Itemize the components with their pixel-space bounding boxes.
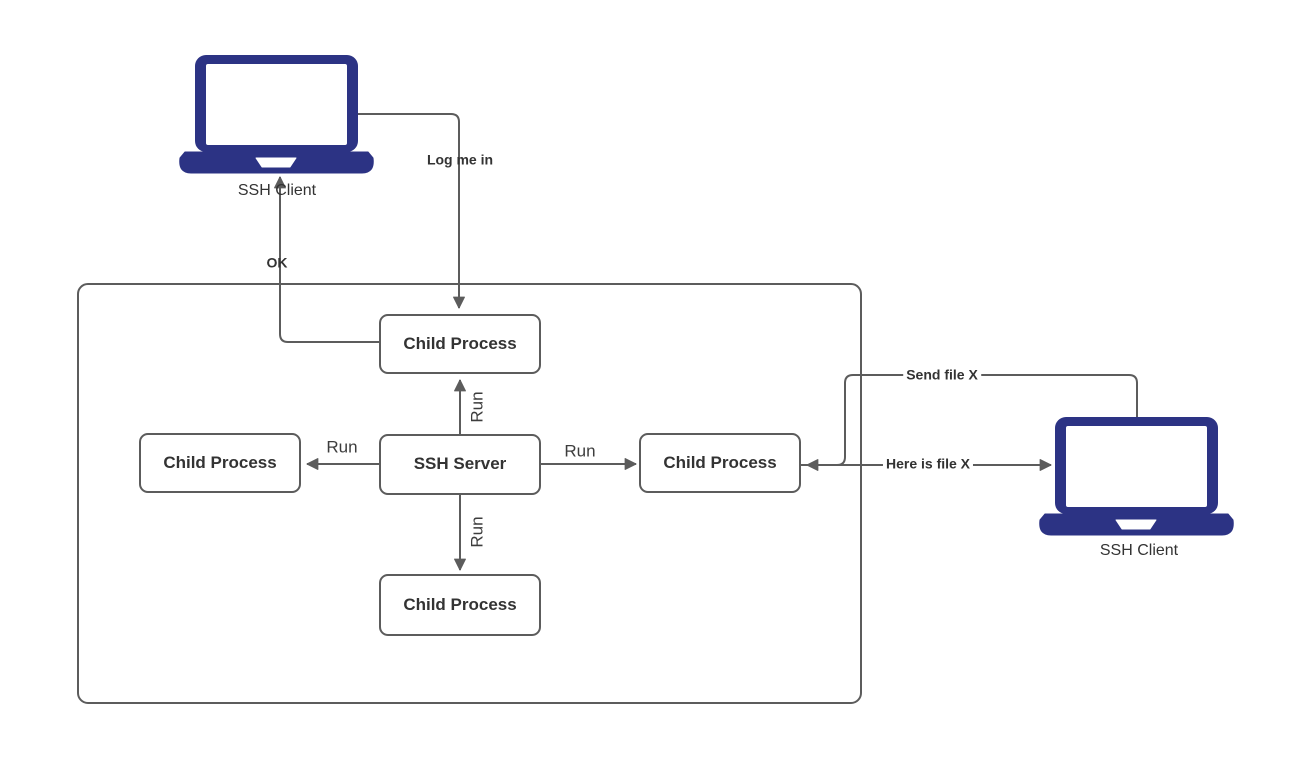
child-process-top-label: Child Process bbox=[403, 333, 517, 353]
child-process-right-label: Child Process bbox=[663, 452, 777, 472]
edge-ok bbox=[274, 176, 380, 343]
edge-send-file-x bbox=[806, 374, 1138, 471]
ok-label: OK bbox=[266, 254, 288, 271]
child-process-bottom-label: Child Process bbox=[403, 594, 517, 614]
run-left-label: Run bbox=[326, 437, 358, 457]
node-child-process-right bbox=[639, 433, 801, 493]
laptop-icon-right bbox=[1039, 416, 1234, 536]
ssh-client-right-label: SSH Client bbox=[1099, 542, 1179, 560]
node-ssh-server bbox=[379, 434, 541, 495]
run-right-label: Run bbox=[564, 441, 596, 461]
server-boundary-box bbox=[77, 283, 862, 704]
send-file-x-label: Send file X bbox=[903, 366, 981, 383]
log-me-in-label: Log me in bbox=[426, 151, 494, 168]
run-top-label: Run bbox=[467, 391, 487, 423]
here-is-file-x-label: Here is file X bbox=[882, 455, 974, 472]
node-child-process-bottom bbox=[379, 574, 541, 636]
ssh-server-label: SSH Server bbox=[413, 454, 507, 474]
node-child-process-top bbox=[379, 314, 541, 374]
run-bottom-label: Run bbox=[467, 516, 487, 548]
child-process-left-label: Child Process bbox=[163, 452, 277, 472]
ssh-client-left-label: SSH Client bbox=[237, 182, 317, 200]
laptop-icon-left bbox=[179, 54, 374, 174]
edge-log-me-in bbox=[358, 113, 465, 309]
node-child-process-left bbox=[139, 433, 301, 493]
